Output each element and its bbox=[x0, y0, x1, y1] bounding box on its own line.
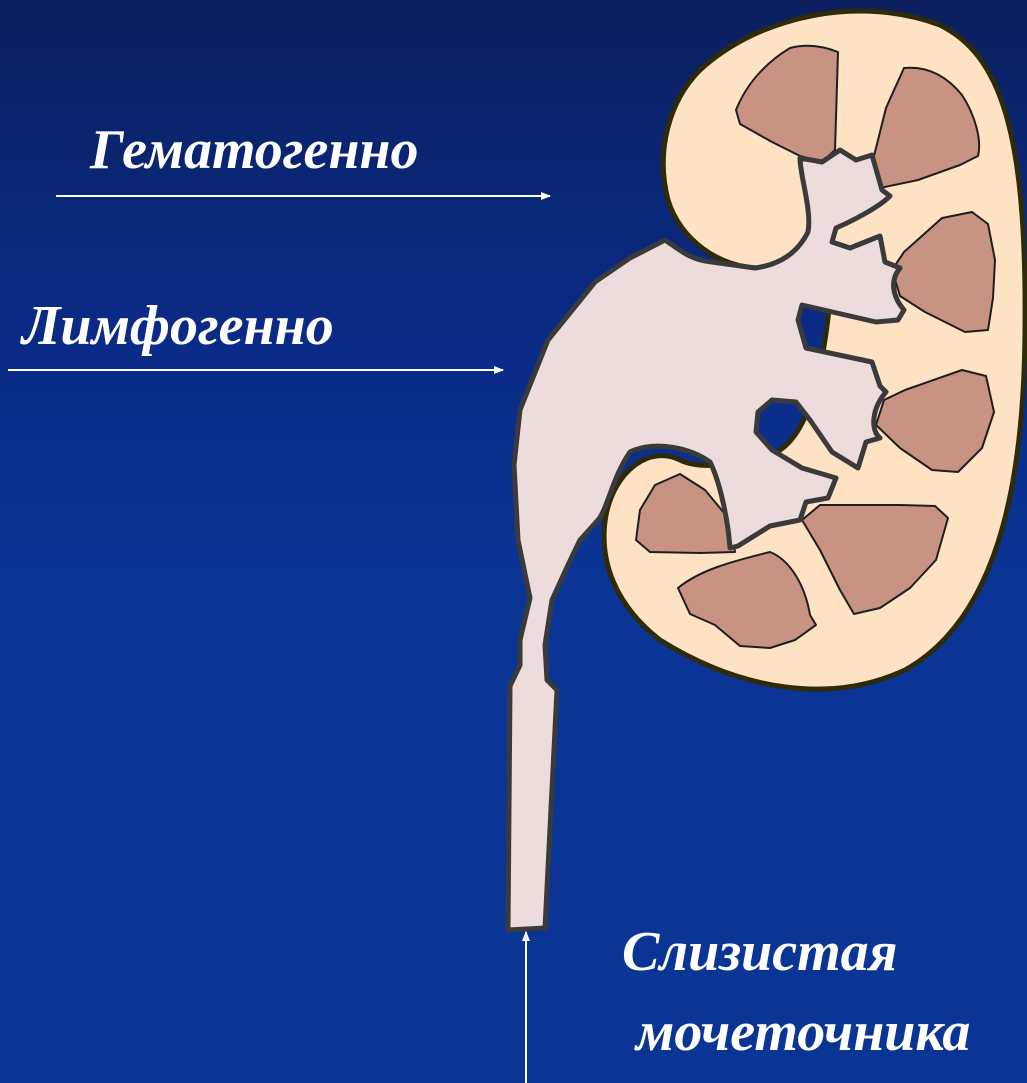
hematogenous-label: Гематогенно bbox=[90, 122, 419, 178]
mucosa-label-line1: Слизистая bbox=[622, 924, 898, 980]
lymphogenous-label: Лимфогенно bbox=[22, 298, 334, 354]
mucosa-label-line2: мочеточника bbox=[636, 1004, 970, 1060]
